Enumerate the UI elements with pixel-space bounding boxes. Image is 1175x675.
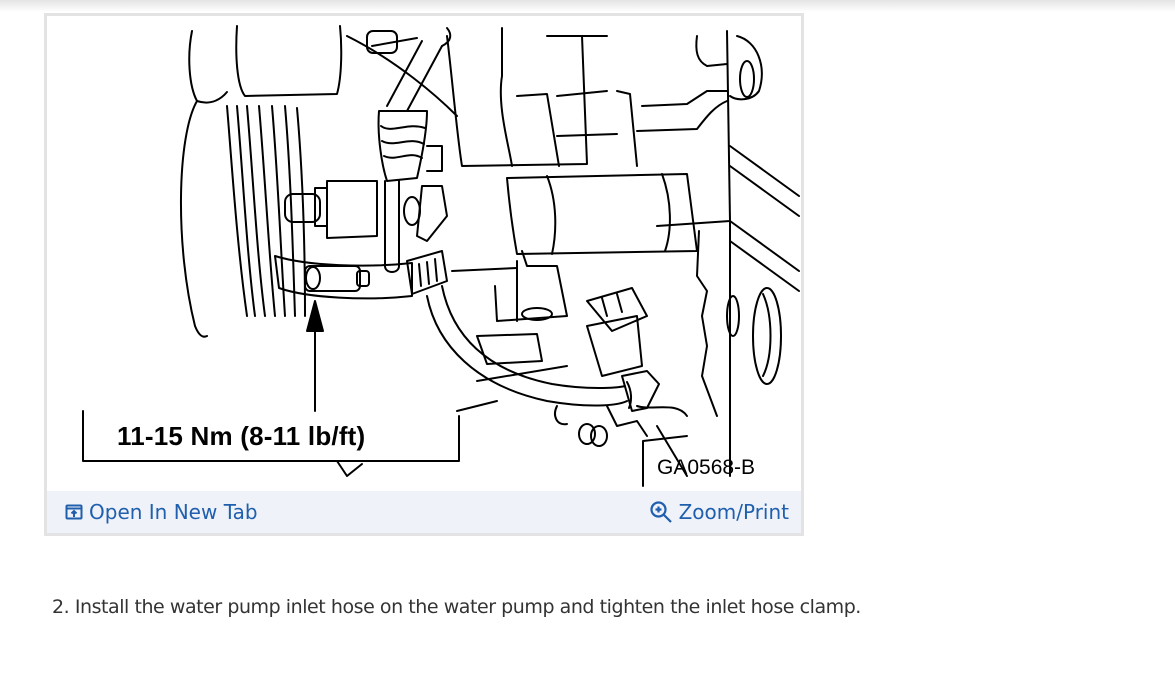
zoom-print-label: Zoom/Print	[678, 500, 789, 524]
figure-inner: 11-15 Nm (8-11 lb/ft) GA0568-B Open In N…	[47, 16, 801, 533]
open-in-new-tab-link[interactable]: Open In New Tab	[65, 500, 258, 524]
diagram-line-art	[82, 25, 800, 487]
zoom-in-icon	[649, 500, 673, 524]
figure-card: 11-15 Nm (8-11 lb/ft) GA0568-B Open In N…	[44, 13, 804, 536]
figure-code: GA0568-B	[657, 456, 756, 479]
top-shadow	[0, 0, 1175, 12]
zoom-print-link[interactable]: Zoom/Print	[649, 500, 789, 524]
figure-footer: Open In New Tab Zoom/Print	[47, 491, 801, 533]
open-in-new-tab-label: Open In New Tab	[89, 500, 258, 524]
step-instruction: 2. Install the water pump inlet hose on …	[52, 596, 861, 618]
torque-spec-label: 11-15 Nm (8-11 lb/ft)	[117, 421, 366, 451]
open-in-new-tab-icon	[65, 504, 83, 520]
water-pump-diagram: 11-15 Nm (8-11 lb/ft) GA0568-B	[47, 16, 801, 491]
